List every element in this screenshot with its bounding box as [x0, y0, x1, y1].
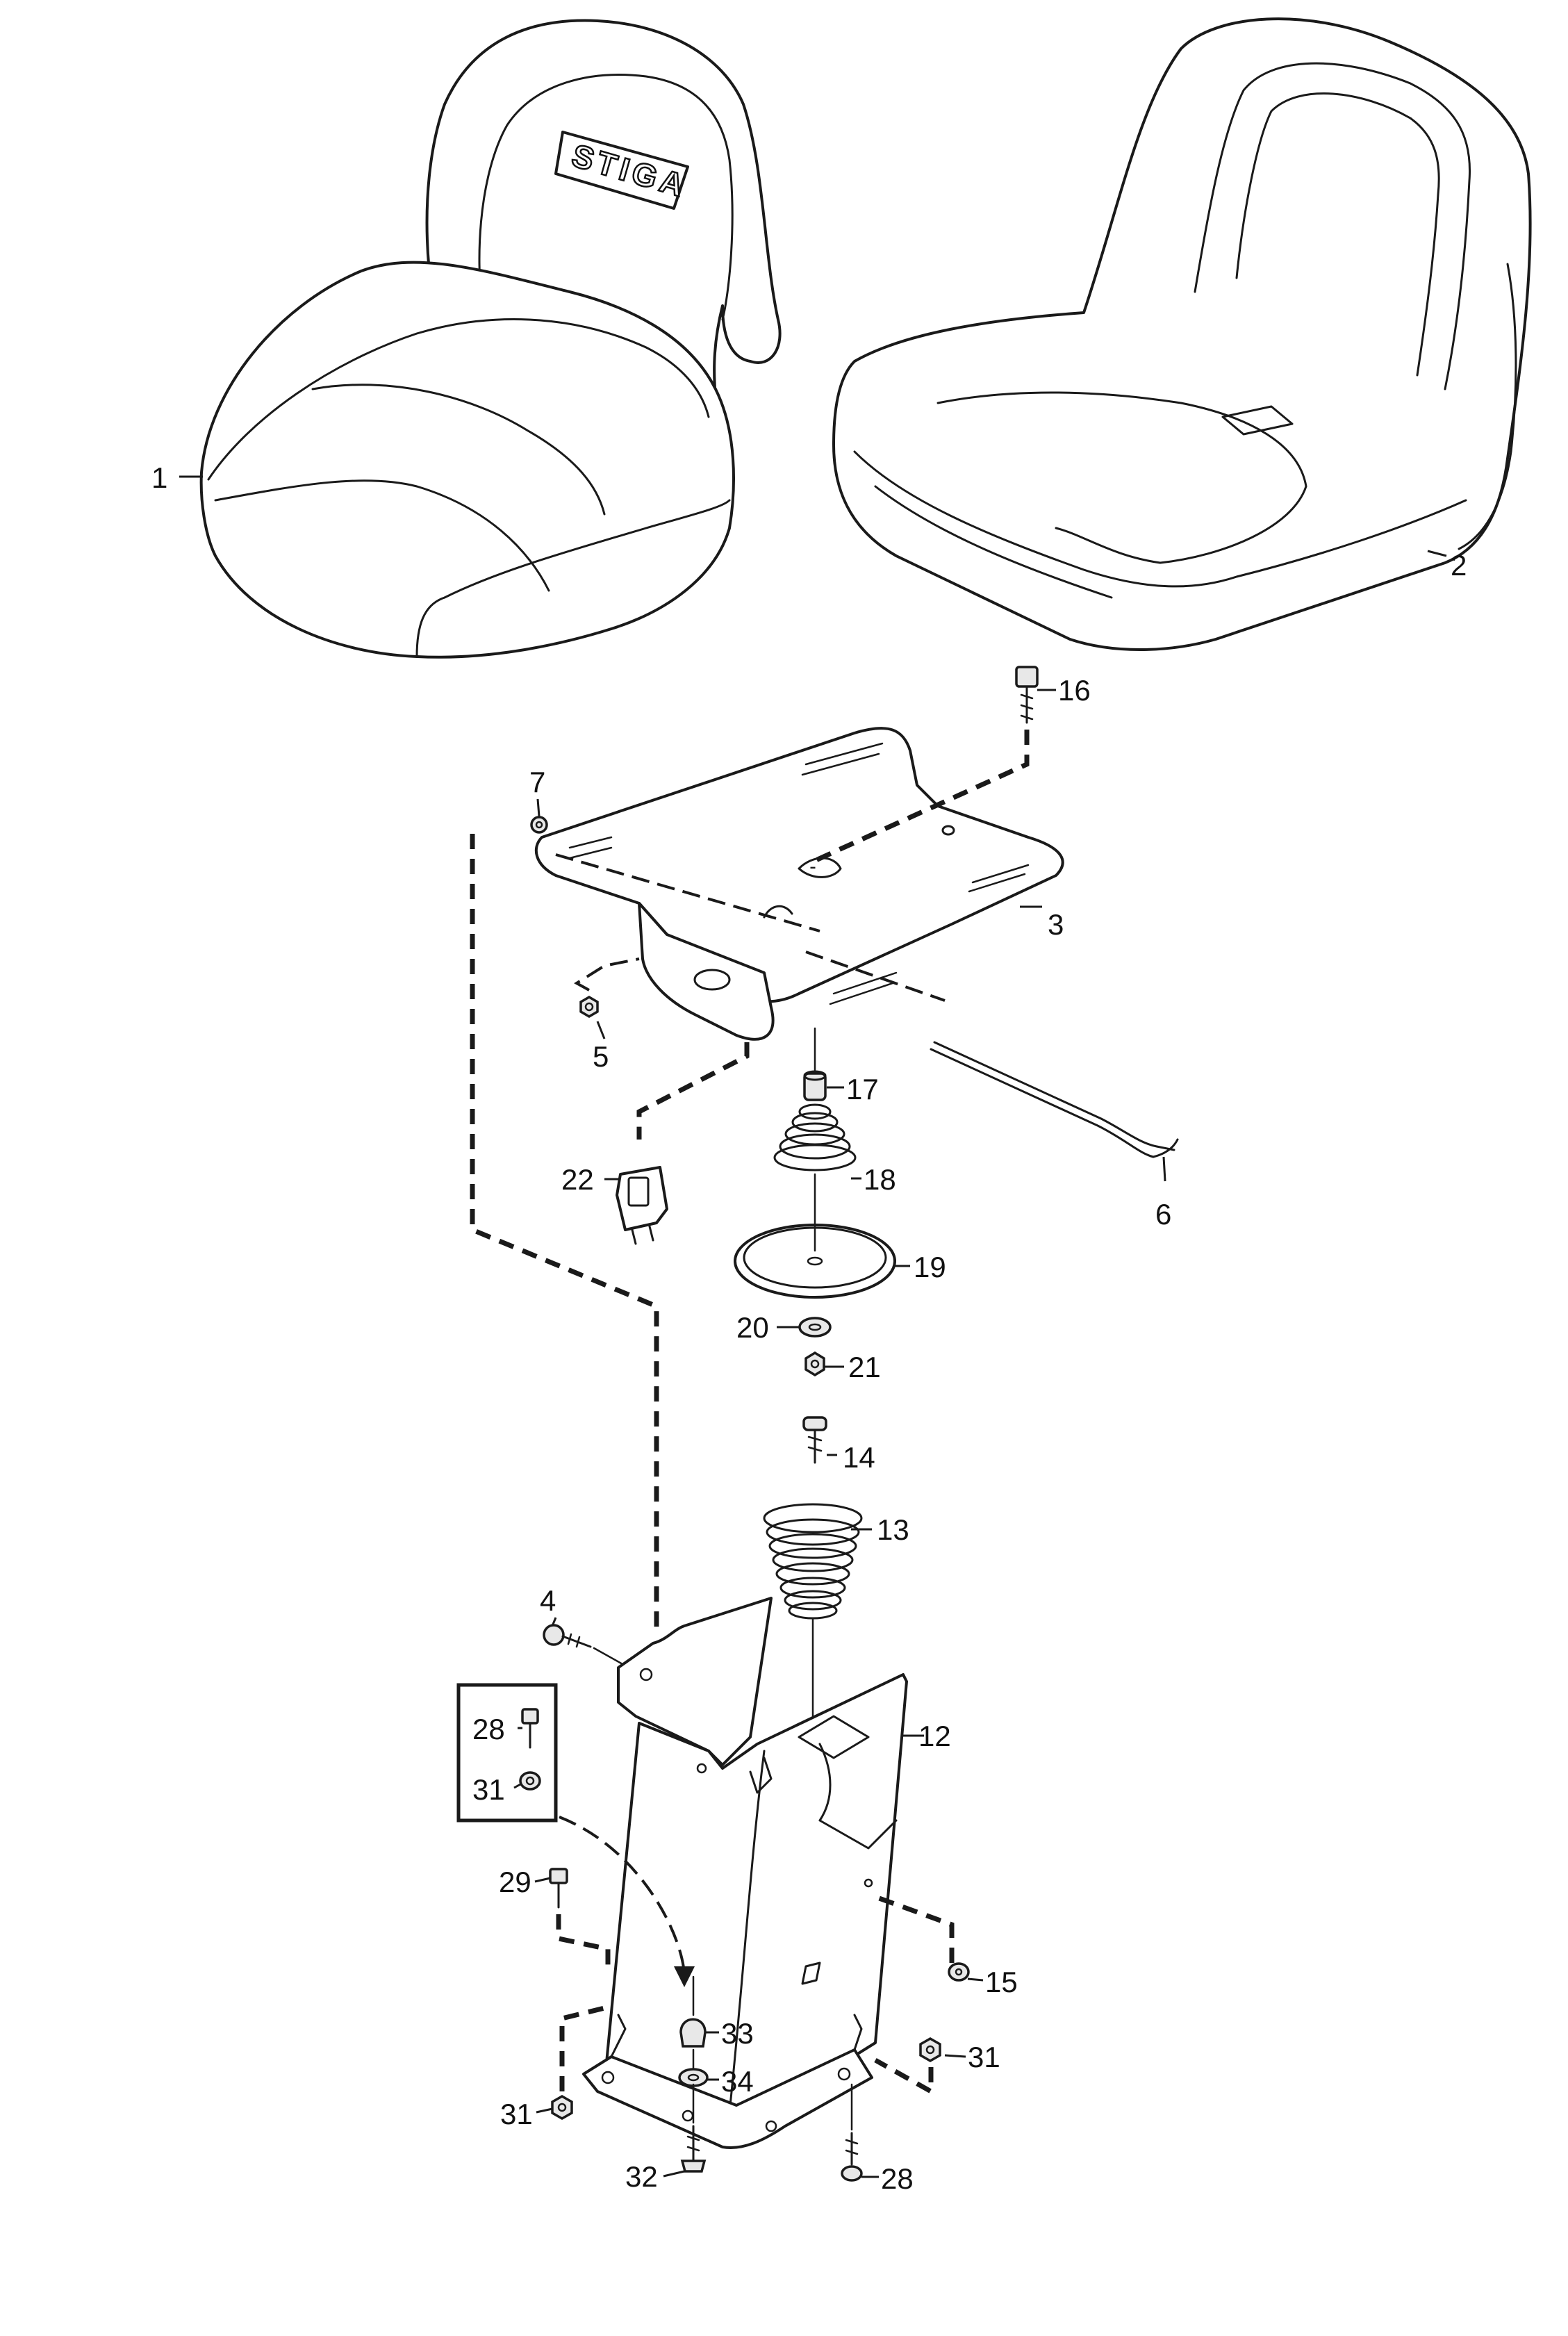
callout-34: 34	[721, 2065, 754, 2098]
callout-19: 19	[914, 1251, 946, 1283]
spring-13	[763, 1503, 863, 1620]
bolt-32	[680, 2125, 707, 2173]
seat-stiga: STIGA	[199, 19, 782, 659]
callout-14: 14	[843, 1441, 875, 1474]
callout-2: 2	[1451, 549, 1467, 582]
callout-13: 13	[877, 1513, 909, 1546]
nut-21	[804, 1351, 825, 1377]
bushing-17	[803, 1070, 827, 1101]
bolt-14	[802, 1416, 827, 1464]
bolt-4	[543, 1624, 592, 1648]
seat-bracket-3	[534, 727, 1064, 1041]
cap-33	[679, 2018, 707, 2048]
callout-33: 33	[721, 2017, 754, 2050]
seat-support-12	[582, 1597, 908, 2149]
switch-22	[616, 1166, 668, 1245]
bolt-28	[841, 2132, 863, 2182]
nut-15	[948, 1962, 970, 1982]
callout-31-box: 31	[472, 1773, 505, 1806]
callout-22: 22	[561, 1163, 594, 1196]
callout-28-box: 28	[472, 1713, 505, 1745]
callout-28: 28	[881, 2162, 914, 2195]
callout-5: 5	[593, 1040, 609, 1073]
callout-6: 6	[1155, 1198, 1171, 1231]
washer-20	[798, 1317, 832, 1338]
callout-20: 20	[736, 1311, 769, 1344]
callout-15: 15	[985, 1966, 1018, 1998]
bolt-29	[549, 1868, 568, 1909]
callout-31-right: 31	[968, 2041, 1000, 2073]
callout-29: 29	[499, 1866, 531, 1898]
bolt-16	[1015, 666, 1039, 724]
callout-12: 12	[918, 1720, 951, 1752]
callout-32: 32	[625, 2160, 658, 2193]
callout-31-left: 31	[500, 2098, 533, 2130]
callout-3: 3	[1048, 908, 1064, 941]
seat-plain	[832, 17, 1532, 651]
callout-21: 21	[848, 1351, 881, 1383]
rod-6	[930, 1041, 1179, 1158]
washer-34	[678, 2068, 709, 2087]
nut-31-right	[919, 2037, 941, 2063]
dish-19	[734, 1224, 896, 1299]
callout-1: 1	[151, 461, 167, 494]
callout-18: 18	[864, 1163, 896, 1196]
callout-17: 17	[846, 1073, 879, 1105]
nut-7	[530, 816, 548, 834]
nut-5	[579, 995, 599, 1019]
callout-7: 7	[529, 766, 545, 798]
detail-box	[456, 1683, 558, 1823]
spring-18	[773, 1103, 857, 1171]
nut-31-left	[551, 2094, 573, 2121]
callout-16: 16	[1058, 674, 1091, 707]
callout-4: 4	[540, 1584, 556, 1617]
